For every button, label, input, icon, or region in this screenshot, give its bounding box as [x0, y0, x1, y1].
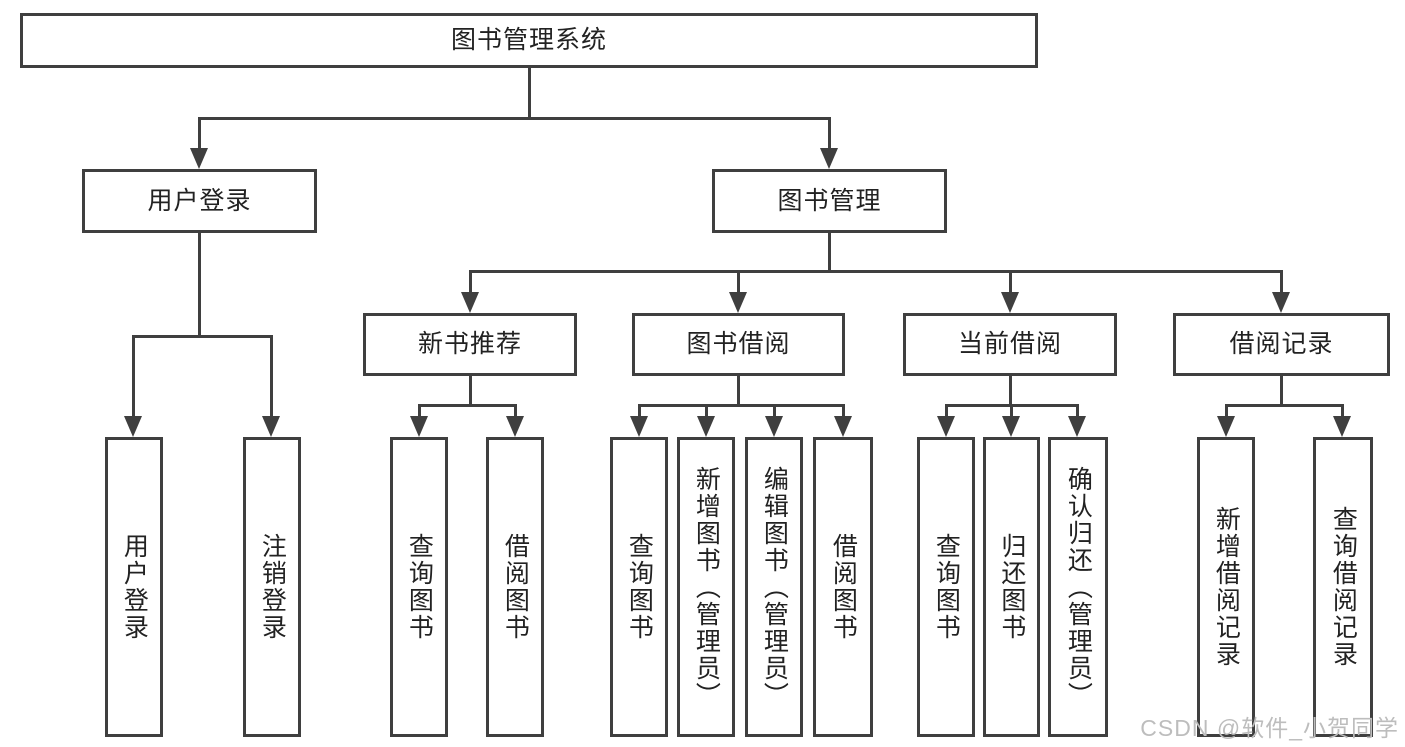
connector-rail-user-login	[132, 335, 273, 338]
connector-drop-book-borrow	[737, 270, 740, 294]
csdn-watermark: CSDN @软件_小贺同学	[1140, 715, 1399, 741]
connector-drop-br-leaf2	[1341, 404, 1344, 418]
arrowhead-nb-leaf1-icon	[410, 416, 428, 437]
connector-drop-bb-leaf1	[638, 404, 641, 418]
node-new-book-recommend: 新书推荐	[363, 313, 577, 376]
connector-drop-leaf-login	[132, 335, 135, 418]
connector-drop-br-leaf1	[1225, 404, 1228, 418]
connector-drop-cb-leaf1	[945, 404, 948, 418]
leaf-query-books-3: 查询图书	[917, 437, 975, 737]
connector-drop-nb-leaf2	[514, 404, 517, 418]
leaf-logout: 注销登录	[243, 437, 301, 737]
leaf-add-book-admin: 新增图书（管理员）	[677, 437, 735, 737]
connector-drop-cb-leaf2	[1010, 404, 1013, 418]
connector-rail-borrow-records	[1225, 404, 1344, 407]
connector-drop-current-borrow	[1009, 270, 1012, 294]
connector-drop-borrow-records	[1280, 270, 1283, 294]
connector-rail-level2	[469, 270, 1283, 273]
connector-drop-cb-leaf3	[1076, 404, 1079, 418]
leaf-add-borrow-record: 新增借阅记录	[1197, 437, 1255, 737]
leaf-edit-book-admin: 编辑图书（管理员）	[745, 437, 803, 737]
arrowhead-nb-leaf2-icon	[506, 416, 524, 437]
connector-current-borrow-stem	[1009, 376, 1012, 407]
arrowhead-cb-leaf2-icon	[1002, 416, 1020, 437]
arrowhead-bb-leaf4-icon	[834, 416, 852, 437]
connector-drop-bb-leaf2	[705, 404, 708, 418]
arrowhead-current-borrow-icon	[1001, 292, 1019, 313]
arrowhead-bb-leaf2-icon	[697, 416, 715, 437]
connector-drop-new-books	[469, 270, 472, 294]
connector-rail-new-books	[418, 404, 516, 407]
leaf-user-login: 用户登录	[105, 437, 163, 737]
connector-rail-book-borrow	[638, 404, 844, 407]
connector-drop-book-mgmt	[828, 117, 831, 150]
arrowhead-br-leaf2-icon	[1333, 416, 1351, 437]
leaf-borrow-books-2: 借阅图书	[813, 437, 873, 737]
arrowhead-bb-leaf1-icon	[630, 416, 648, 437]
arrowhead-cb-leaf3-icon	[1068, 416, 1086, 437]
connector-drop-leaf-logout	[270, 335, 273, 418]
connector-drop-bb-leaf3	[773, 404, 776, 418]
arrowhead-leaf-login-icon	[124, 416, 142, 437]
leaf-query-books-1: 查询图书	[390, 437, 448, 737]
arrowhead-leaf-logout-icon	[262, 416, 280, 437]
leaf-query-borrow-record: 查询借阅记录	[1313, 437, 1373, 737]
connector-rail-level1	[198, 117, 831, 120]
connector-root-stem	[528, 68, 531, 118]
arrowhead-new-books-icon	[461, 292, 479, 313]
leaf-query-books-2: 查询图书	[610, 437, 668, 737]
node-user-login: 用户登录	[82, 169, 317, 233]
node-borrow-records: 借阅记录	[1173, 313, 1390, 376]
node-book-management: 图书管理	[712, 169, 947, 233]
arrowhead-bb-leaf3-icon	[765, 416, 783, 437]
connector-user-login-stem	[198, 233, 201, 338]
connector-borrow-records-stem	[1280, 376, 1283, 407]
connector-new-books-stem	[469, 376, 472, 407]
node-current-borrow: 当前借阅	[903, 313, 1117, 376]
arrowhead-borrow-records-icon	[1272, 292, 1290, 313]
arrowhead-user-login-icon	[190, 148, 208, 169]
leaf-return-book: 归还图书	[983, 437, 1040, 737]
leaf-confirm-return-admin: 确认归还（管理员）	[1048, 437, 1108, 737]
arrowhead-cb-leaf1-icon	[937, 416, 955, 437]
connector-book-borrow-stem	[737, 376, 740, 407]
connector-drop-bb-leaf4	[842, 404, 845, 418]
connector-book-mgmt-stem	[828, 233, 831, 271]
arrowhead-book-borrow-icon	[729, 292, 747, 313]
node-root-title: 图书管理系统	[20, 13, 1038, 68]
connector-drop-nb-leaf1	[418, 404, 421, 418]
arrowhead-book-mgmt-icon	[820, 148, 838, 169]
arrowhead-br-leaf1-icon	[1217, 416, 1235, 437]
leaf-borrow-books-1: 借阅图书	[486, 437, 544, 737]
connector-drop-user-login	[198, 117, 201, 150]
node-book-borrow: 图书借阅	[632, 313, 845, 376]
